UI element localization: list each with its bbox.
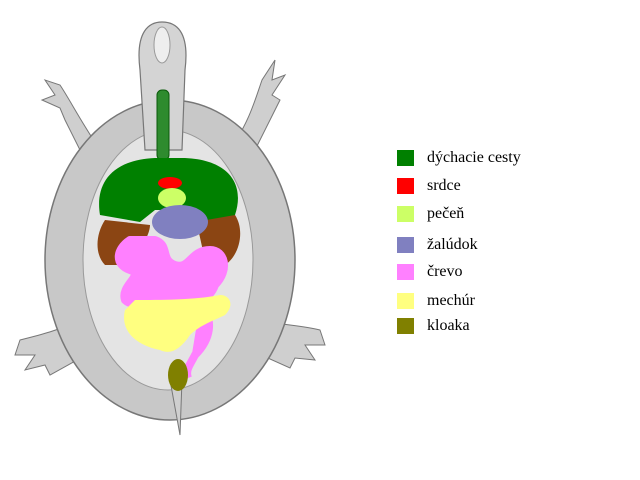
- legend-label: srdce: [427, 177, 461, 194]
- cloaca-organ: [168, 359, 188, 391]
- legend-swatch: [397, 318, 414, 334]
- legend-item-intestine: črevo: [397, 262, 597, 282]
- legend-item-heart: srdce: [397, 176, 597, 196]
- legend-label: črevo: [427, 263, 463, 280]
- legend-item-airways: dýchacie cesty: [397, 148, 597, 168]
- legend-label: pečeň: [427, 205, 465, 222]
- legend-label: žalúdok: [427, 236, 478, 253]
- legend-swatch: [397, 264, 414, 280]
- turtle-anatomy-illustration: [14, 21, 326, 436]
- liver-organ: [158, 188, 186, 208]
- legend-swatch: [397, 150, 414, 166]
- legend-swatch: [397, 178, 414, 194]
- trachea: [156, 89, 170, 161]
- legend-swatch: [397, 206, 414, 222]
- legend-item-stomach: žalúdok: [397, 235, 597, 255]
- legend-swatch: [397, 293, 414, 309]
- head-neck: [138, 21, 187, 151]
- bladder-organ: [124, 295, 231, 352]
- legend-swatch: [397, 237, 414, 253]
- legend-label: dýchacie cesty: [427, 149, 521, 166]
- stomach-organ: [152, 205, 208, 239]
- legend-item-liver: pečeň: [397, 204, 597, 224]
- mouth: [153, 26, 171, 64]
- legend-label: mechúr: [427, 292, 475, 309]
- heart-organ: [158, 177, 182, 189]
- legend-item-bladder: mechúr: [397, 291, 597, 311]
- legend-label: kloaka: [427, 317, 470, 334]
- legend-item-cloaca: kloaka: [397, 316, 597, 336]
